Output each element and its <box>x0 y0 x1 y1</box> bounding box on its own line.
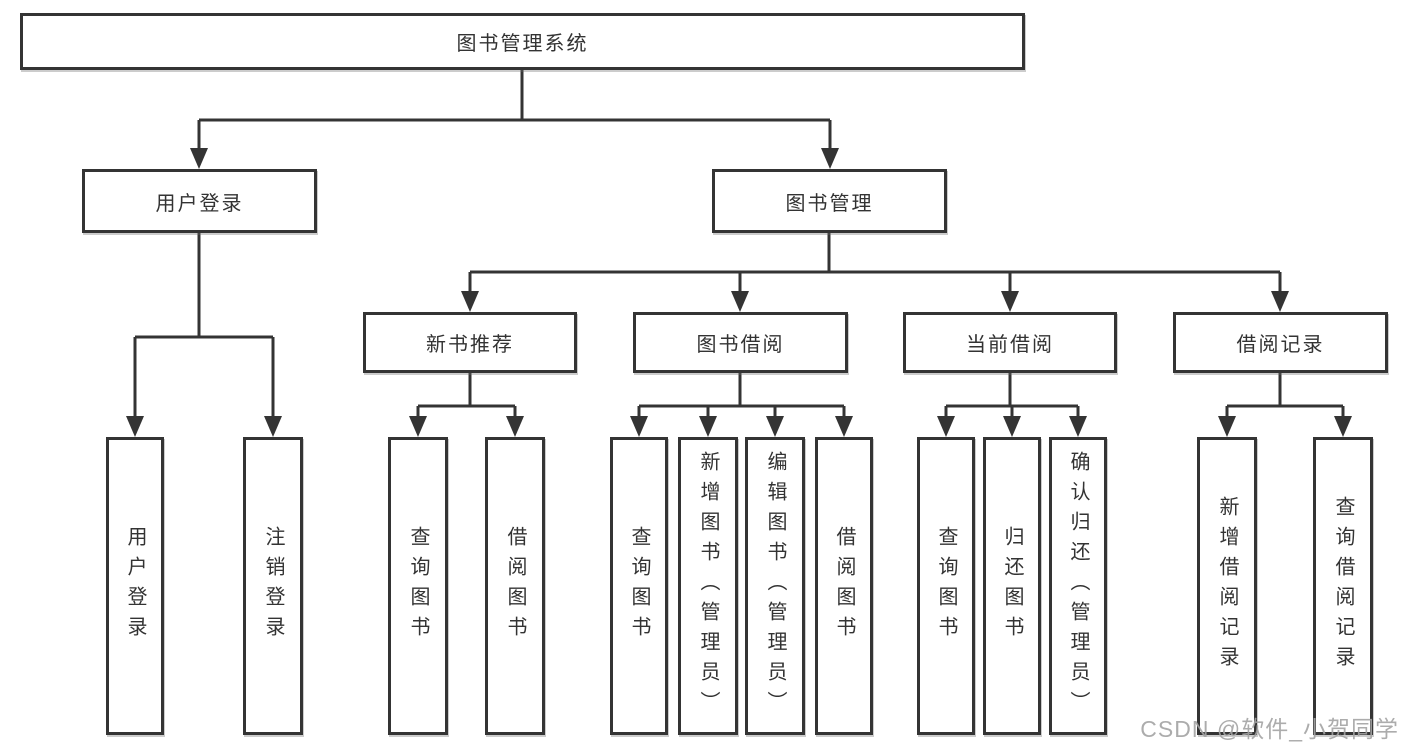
leaf-query-books-2: 查询图书 <box>610 437 668 735</box>
leaf-add-books-admin-label: 新增图书（管理员） <box>697 451 719 721</box>
node-borrow-records: 借阅记录 <box>1173 312 1388 373</box>
node-book-management: 图书管理 <box>712 169 947 233</box>
leaf-query-books-3-label: 查询图书 <box>935 526 957 646</box>
leaf-borrow-books-2: 借阅图书 <box>815 437 873 735</box>
leaf-borrow-books-2-label: 借阅图书 <box>833 526 855 646</box>
node-book-borrow: 图书借阅 <box>633 312 848 373</box>
leaf-query-books-2-label: 查询图书 <box>628 526 650 646</box>
connector-borrow-to-leaves <box>630 373 853 437</box>
leaf-query-books-3: 查询图书 <box>917 437 975 735</box>
leaf-add-borrow-record: 新增借阅记录 <box>1197 437 1257 735</box>
connector-root-to-level2 <box>190 70 839 169</box>
node-book-borrow-label: 图书借阅 <box>696 334 785 356</box>
node-borrow-records-label: 借阅记录 <box>1236 334 1325 356</box>
leaf-add-books-admin: 新增图书（管理员） <box>678 437 738 735</box>
node-library-management-system: 图书管理系统 <box>20 13 1025 70</box>
leaf-edit-books-admin-label: 编辑图书（管理员） <box>764 451 786 721</box>
connector-records-to-leaves <box>1218 373 1352 437</box>
connector-bookmgmt-to-level3 <box>461 233 1289 312</box>
node-book-management-label: 图书管理 <box>785 192 874 215</box>
node-new-book-recommend: 新书推荐 <box>363 312 577 373</box>
connector-login-to-leaves <box>126 233 282 437</box>
leaf-query-borrow-record-label: 查询借阅记录 <box>1332 496 1354 676</box>
leaf-query-books-1-label: 查询图书 <box>407 526 429 646</box>
leaf-edit-books-admin: 编辑图书（管理员） <box>745 437 805 735</box>
csdn-watermark: CSDN @软件_小贺同学 <box>1140 716 1399 742</box>
leaf-logout-label: 注销登录 <box>262 526 284 646</box>
leaf-query-books-1: 查询图书 <box>388 437 448 735</box>
node-current-borrow: 当前借阅 <box>903 312 1117 373</box>
leaf-borrow-books-1-label: 借阅图书 <box>504 526 526 646</box>
leaf-query-borrow-record: 查询借阅记录 <box>1313 437 1373 735</box>
leaf-confirm-return-admin-label: 确认归还（管理员） <box>1067 451 1089 721</box>
node-library-management-system-label: 图书管理系统 <box>456 33 589 55</box>
leaf-confirm-return-admin: 确认归还（管理员） <box>1049 437 1107 735</box>
connector-current-to-leaves <box>937 373 1087 437</box>
leaf-return-books-label: 归还图书 <box>1001 526 1023 646</box>
leaf-logout: 注销登录 <box>243 437 303 735</box>
leaf-add-borrow-record-label: 新增借阅记录 <box>1216 496 1238 676</box>
leaf-borrow-books-1: 借阅图书 <box>485 437 545 735</box>
node-new-book-recommend-label: 新书推荐 <box>426 334 514 356</box>
leaf-return-books: 归还图书 <box>983 437 1041 735</box>
connector-newbook-to-leaves <box>409 373 524 437</box>
node-current-borrow-label: 当前借阅 <box>966 334 1054 356</box>
leaf-user-login: 用户登录 <box>106 437 164 735</box>
node-user-login-label: 用户登录 <box>155 192 244 215</box>
leaf-user-login-label: 用户登录 <box>124 526 146 646</box>
node-user-login: 用户登录 <box>82 169 317 233</box>
